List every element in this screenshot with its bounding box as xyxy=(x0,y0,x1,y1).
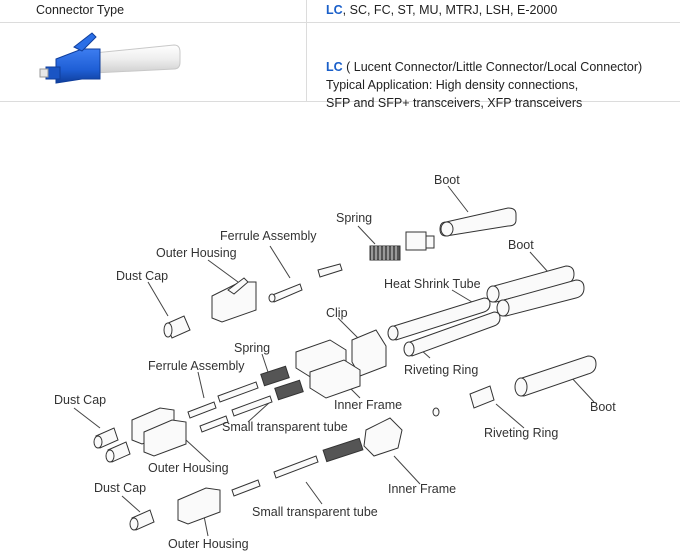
label-dust-cap-top: Dust Cap xyxy=(116,269,168,283)
connector-type-values: LC, SC, FC, ST, MU, MTRJ, LSH, E-2000 xyxy=(326,3,557,17)
label-spring-top: Spring xyxy=(336,211,372,225)
label-riveting-ring-2: Riveting Ring xyxy=(484,426,558,440)
label-boot-bottom: Boot xyxy=(590,400,616,414)
label-boot-top: Boot xyxy=(434,173,460,187)
label-inner-frame-mid: Inner Frame xyxy=(334,398,402,412)
label-outer-housing-mid: Outer Housing xyxy=(148,461,229,475)
lc-expansion: ( Lucent Connector/Little Connector/Loca… xyxy=(342,60,643,74)
description-line-2: Typical Application: High density connec… xyxy=(326,78,579,92)
label-small-tube-low: Small transparent tube xyxy=(252,505,378,519)
label-spring-mid: Spring xyxy=(234,341,270,355)
label-small-tube-mid: Small transparent tube xyxy=(222,420,348,434)
other-types: , SC, FC, ST, MU, MTRJ, LSH, E-2000 xyxy=(342,3,558,17)
exploded-assembly-diagram: Boot Spring Ferrule Assembly Outer Housi… xyxy=(54,173,616,551)
label-outer-housing-top: Outer Housing xyxy=(156,246,237,260)
connector-type-label: Connector Type xyxy=(36,3,125,17)
connector-description: LC ( Lucent Connector/Little Connector/L… xyxy=(326,58,642,112)
lc-highlight-desc: LC xyxy=(326,60,343,74)
label-ferrule-assembly-top: Ferrule Assembly xyxy=(220,229,317,243)
description-line-3: SFP and SFP+ transceivers, XFP transceiv… xyxy=(326,96,583,110)
lc-connector-image xyxy=(39,32,181,84)
spring-top-shape xyxy=(369,245,401,261)
column-divider xyxy=(306,0,307,101)
label-clip: Clip xyxy=(326,306,348,320)
label-dust-cap-low: Dust Cap xyxy=(94,481,146,495)
table-detail-row: LC ( Lucent Connector/Little Connector/L… xyxy=(0,23,680,110)
label-dust-cap-mid: Dust Cap xyxy=(54,393,106,407)
label-ferrule-assembly-mid: Ferrule Assembly xyxy=(148,359,245,373)
label-inner-frame-low: Inner Frame xyxy=(388,482,456,496)
label-riveting-ring-1: Riveting Ring xyxy=(404,363,478,377)
description-line-1: LC ( Lucent Connector/Little Connector/L… xyxy=(326,58,642,76)
table-header-row: Connector Type LC, SC, FC, ST, MU, MTRJ,… xyxy=(0,0,680,23)
lc-highlight: LC xyxy=(326,3,343,17)
label-boot-right: Boot xyxy=(508,238,534,252)
connector-spec-table: Connector Type LC, SC, FC, ST, MU, MTRJ,… xyxy=(0,0,680,110)
label-outer-housing-low: Outer Housing xyxy=(168,537,249,551)
label-heat-shrink-tube: Heat Shrink Tube xyxy=(384,277,481,291)
